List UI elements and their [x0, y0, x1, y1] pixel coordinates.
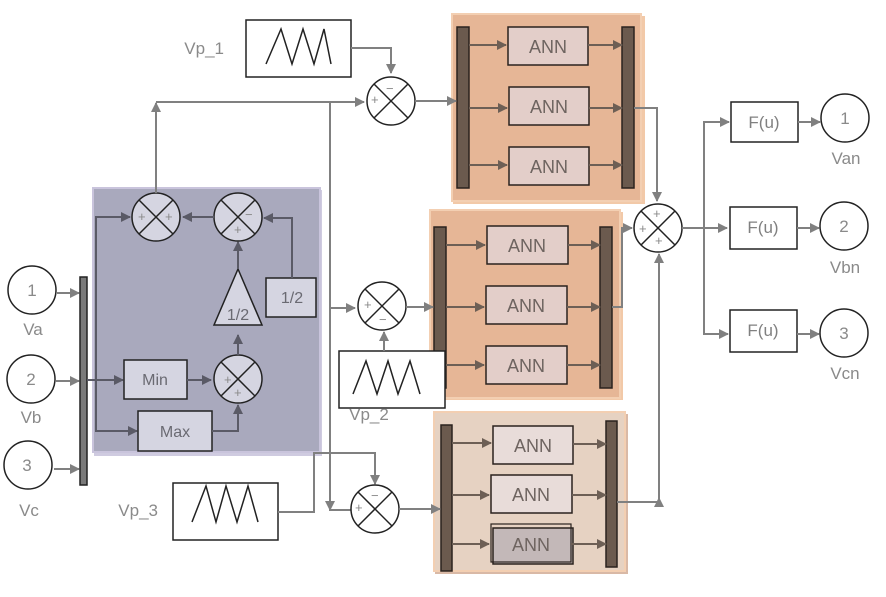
fcn-label: F(u) [748, 113, 779, 132]
sum-block-phase-a[interactable]: + − [366, 76, 416, 126]
minus-sign: − [386, 81, 394, 96]
plus-sign: + [138, 209, 146, 224]
ann-label: ANN [530, 157, 568, 177]
port-label: Vcn [830, 364, 859, 383]
plus-sign: + [165, 209, 173, 224]
carrier-label-2: Vp_2 [349, 405, 389, 424]
plus-sign: + [639, 221, 647, 236]
fcn-label: F(u) [747, 321, 778, 340]
ann-label: ANN [508, 236, 546, 256]
minus-sign: − [245, 207, 253, 222]
ann-block[interactable]: ANN [485, 285, 568, 325]
ann-label: ANN [530, 97, 568, 117]
minus-sign: − [371, 488, 379, 503]
output-port-vcn[interactable]: 3 Vcn [819, 308, 869, 383]
port-label: Vbn [830, 258, 860, 277]
max-label: Max [160, 424, 190, 441]
port-label: Van [832, 149, 861, 168]
output-port-van[interactable]: 1 Van [820, 93, 870, 168]
input-mux-bar [79, 276, 88, 486]
ann-label: ANN [512, 485, 550, 505]
ann-group-2[interactable]: ANN ANN ANN [429, 209, 623, 400]
gain-label: 1/2 [227, 307, 249, 324]
plus-sign: + [371, 92, 379, 107]
reference-subsystem[interactable] [92, 187, 322, 456]
ann-block[interactable]: ANN [485, 345, 568, 385]
plus-sign: + [364, 297, 372, 312]
demux-bar-3 [440, 424, 453, 572]
port-label: Vb [21, 408, 42, 427]
sum-block-minmax[interactable]: + + [213, 354, 263, 404]
fcn-block-1[interactable]: F(u) [730, 101, 799, 143]
ann-block[interactable]: ANN [507, 26, 589, 66]
triangle-wave-icon [352, 358, 421, 397]
fcn-block-2[interactable]: F(u) [729, 206, 798, 250]
fcn-block-3[interactable]: F(u) [729, 309, 798, 353]
carrier-block-3[interactable] [172, 482, 279, 541]
fcn-label: F(u) [747, 218, 778, 237]
plus-sign: + [655, 233, 663, 248]
carrier-label-3: Vp_3 [118, 501, 158, 520]
carrier-block-1[interactable] [245, 19, 352, 78]
mux-bar-2 [599, 226, 613, 389]
mux-bar-1 [621, 26, 635, 189]
sum-block-phase-b[interactable]: + − [357, 281, 407, 331]
carrier-label-1: Vp_1 [184, 39, 224, 58]
mux-bar-3 [605, 420, 618, 568]
ann-block[interactable]: ANN [508, 86, 590, 126]
port-number: 2 [839, 217, 848, 236]
port-label: Vc [19, 501, 39, 520]
gain-block[interactable]: 1/2 [212, 267, 264, 326]
ann-label: ANN [512, 535, 550, 555]
port-number: 3 [22, 456, 31, 475]
ann-block[interactable]: ANN [490, 474, 573, 514]
plus-sign: + [355, 500, 363, 515]
sum-block-output[interactable]: + + + [633, 203, 683, 253]
ann-block[interactable]: ANN [492, 425, 574, 465]
triangle-wave-icon [265, 26, 332, 67]
carrier-block-2[interactable] [338, 350, 446, 409]
ann-group-1[interactable]: ANN ANN ANN [451, 13, 645, 204]
input-port-va[interactable]: 1 Va [7, 265, 57, 339]
sum-block-offset[interactable]: − + [213, 192, 263, 242]
plus-sign: + [653, 206, 661, 221]
ann-label: ANN [514, 436, 552, 456]
ann-block[interactable]: ANN [490, 523, 574, 565]
input-port-vc[interactable]: 3 Vc [3, 440, 53, 520]
ann-group-3[interactable]: ANN ANN ANN [433, 411, 628, 574]
constant-label: 1/2 [281, 290, 303, 307]
sum-block-phase-c[interactable]: + − [350, 484, 400, 534]
min-label: Min [142, 372, 168, 389]
plus-sign: + [224, 372, 232, 387]
plus-sign: + [234, 222, 242, 237]
input-port-vb[interactable]: 2 Vb [6, 354, 56, 427]
triangle-wave-icon [191, 483, 259, 525]
ann-label: ANN [507, 296, 545, 316]
ann-block[interactable]: ANN [508, 146, 590, 186]
min-block[interactable]: Min [123, 359, 188, 400]
port-number: 3 [839, 324, 848, 343]
ann-block[interactable]: ANN [486, 225, 569, 265]
port-number: 1 [27, 281, 36, 300]
port-number: 2 [26, 370, 35, 389]
constant-block[interactable]: 1/2 [265, 277, 317, 318]
port-label: Va [23, 320, 43, 339]
sum-block-reference[interactable]: + + [131, 192, 181, 242]
output-port-vbn[interactable]: 2 Vbn [819, 201, 869, 277]
ann-label: ANN [529, 37, 567, 57]
ann-label: ANN [507, 356, 545, 376]
port-number: 1 [840, 109, 849, 128]
demux-bar-1 [456, 26, 470, 189]
minus-sign: − [379, 312, 387, 327]
max-block[interactable]: Max [137, 410, 213, 452]
plus-sign: + [234, 385, 242, 400]
